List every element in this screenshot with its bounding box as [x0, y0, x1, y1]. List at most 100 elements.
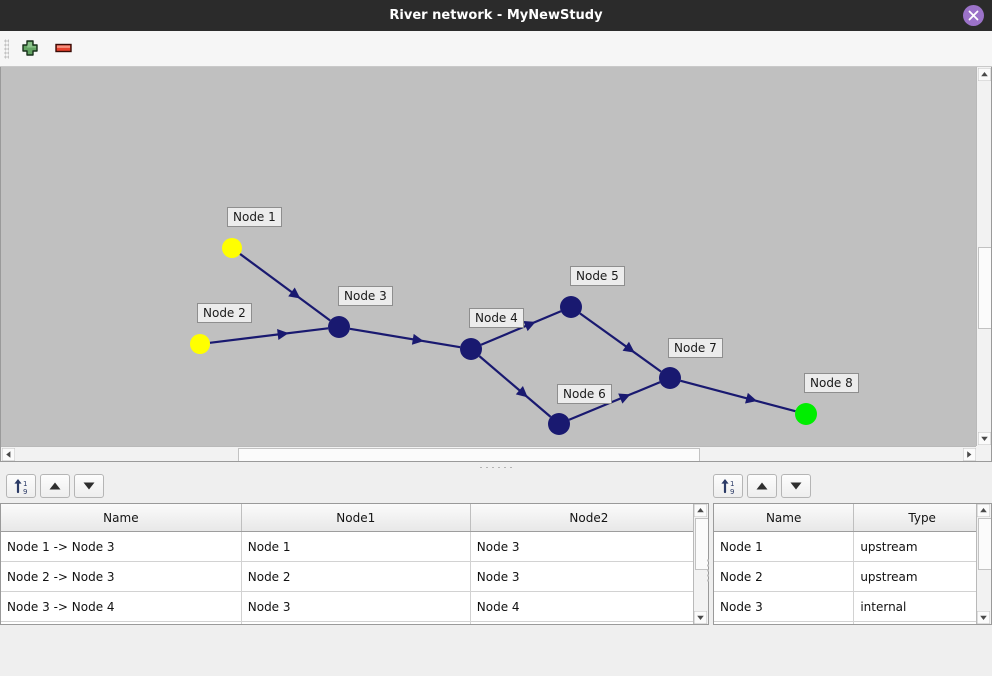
- edge-line[interactable]: [349, 327, 461, 349]
- edge-line[interactable]: [568, 381, 661, 421]
- node-sort-button[interactable]: 1 9: [713, 474, 743, 498]
- node-label-node-8[interactable]: Node 8: [804, 373, 859, 393]
- node-move-up-button[interactable]: [747, 474, 777, 498]
- scroll-up-button[interactable]: [977, 67, 991, 82]
- node-label-node-1[interactable]: Node 1: [227, 207, 282, 227]
- edge-line[interactable]: [480, 310, 562, 346]
- node-table-cell[interactable]: Node 2: [714, 561, 855, 592]
- node-label-node-5[interactable]: Node 5: [570, 266, 625, 286]
- node-table-cell[interactable]: upstream: [853, 531, 991, 562]
- reach-table-scrollbar[interactable]: [693, 504, 708, 624]
- node-table-scrollbar[interactable]: [976, 504, 991, 624]
- triangle-up-icon: [49, 482, 61, 490]
- node-scroll-up-button[interactable]: [976, 504, 991, 518]
- close-button[interactable]: [963, 5, 984, 26]
- reach-table-cell[interactable]: Node 5: [470, 621, 708, 624]
- reach-move-up-button[interactable]: [40, 474, 70, 498]
- reach-table-cell[interactable]: Node 4: [470, 591, 708, 622]
- reach-table-cell[interactable]: Node 4 -> Node 5: [1, 621, 242, 624]
- node-label-node-6[interactable]: Node 6: [557, 384, 612, 404]
- node-table-cell[interactable]: internal: [853, 621, 991, 624]
- reach-table-cell[interactable]: Node 1: [241, 531, 471, 562]
- node-table-cell[interactable]: internal: [853, 591, 991, 622]
- scrollbar-corner: [976, 446, 991, 461]
- graph-horizontal-scrollbar[interactable]: [1, 446, 977, 461]
- reach-table-cell[interactable]: Node 2: [241, 561, 471, 592]
- graph-node-node-3[interactable]: [328, 316, 350, 338]
- node-table-cell[interactable]: Node 4: [714, 621, 855, 624]
- reach-col-name[interactable]: Name: [1, 504, 242, 532]
- reach-table-cell[interactable]: Node 3: [241, 591, 471, 622]
- graph-vertical-scrollbar[interactable]: [976, 67, 991, 446]
- node-scroll-down-button[interactable]: [976, 610, 991, 624]
- reach-move-down-button[interactable]: [74, 474, 104, 498]
- reach-sort-button[interactable]: 1 9: [6, 474, 36, 498]
- reach-col-node1[interactable]: Node1: [241, 504, 471, 532]
- minus-icon: [55, 43, 72, 53]
- reach-table-cell[interactable]: Node 4: [241, 621, 471, 624]
- triangle-up-icon: [693, 504, 708, 518]
- node-label-node-2[interactable]: Node 2: [197, 303, 252, 323]
- triangle-up-icon: [977, 67, 991, 82]
- reach-col-node2[interactable]: Node2: [470, 504, 708, 532]
- reach-table-cell[interactable]: Node 3: [470, 531, 708, 562]
- reach-table-cell[interactable]: Node 2 -> Node 3: [1, 561, 242, 592]
- node-table-cell[interactable]: Node 3: [714, 591, 855, 622]
- edge-line[interactable]: [209, 327, 329, 344]
- graph-node-node-1[interactable]: [222, 238, 242, 258]
- reach-scroll-thumb[interactable]: [695, 518, 708, 570]
- scroll-down-button[interactable]: [977, 431, 991, 446]
- edge-line[interactable]: [680, 379, 796, 413]
- node-col-name[interactable]: Name: [714, 504, 855, 532]
- triangle-down-icon: [790, 482, 802, 490]
- node-label-node-7[interactable]: Node 7: [668, 338, 723, 358]
- graph-vscroll-thumb[interactable]: [978, 247, 991, 329]
- reach-table-cell[interactable]: Node 3: [470, 561, 708, 592]
- graph-node-node-5[interactable]: [560, 296, 582, 318]
- graph-node-node-7[interactable]: [659, 367, 681, 389]
- node-move-down-button[interactable]: [781, 474, 811, 498]
- node-table-cell[interactable]: Node 1: [714, 531, 855, 562]
- edge-arrowhead: [411, 333, 424, 345]
- node-label-node-4[interactable]: Node 4: [469, 308, 524, 328]
- vertical-splitter[interactable]: [706, 558, 710, 584]
- graph-hscroll-thumb[interactable]: [238, 448, 700, 461]
- node-col-type[interactable]: Type: [853, 504, 991, 532]
- scroll-right-button[interactable]: [962, 447, 977, 461]
- edge-line[interactable]: [239, 253, 331, 322]
- svg-text:1: 1: [23, 480, 27, 488]
- edge-arrowhead: [515, 386, 528, 398]
- reach-scroll-down-button[interactable]: [693, 610, 708, 624]
- node-table-cell[interactable]: upstream: [853, 561, 991, 592]
- delete-node-button[interactable]: [51, 38, 75, 60]
- horizontal-splitter[interactable]: [0, 462, 992, 472]
- node-label-node-3[interactable]: Node 3: [338, 286, 393, 306]
- reach-scroll-up-button[interactable]: [693, 504, 708, 518]
- graph-node-node-2[interactable]: [190, 334, 210, 354]
- edge-line[interactable]: [478, 355, 552, 418]
- node-table-row[interactable]: Node 4internal: [714, 621, 991, 624]
- graph-node-node-6[interactable]: [548, 413, 570, 435]
- toolbar-grip[interactable]: [4, 39, 9, 59]
- edge-arrowhead: [277, 329, 289, 340]
- network-graph-canvas[interactable]: [1, 67, 977, 446]
- scroll-left-button[interactable]: [1, 447, 16, 461]
- edge-line[interactable]: [579, 312, 662, 373]
- reach-table-cell[interactable]: Node 1 -> Node 3: [1, 531, 242, 562]
- graph-node-node-8[interactable]: [795, 403, 817, 425]
- graph-node-node-4[interactable]: [460, 338, 482, 360]
- add-node-button[interactable]: [18, 38, 42, 60]
- node-scroll-thumb[interactable]: [978, 518, 991, 570]
- network-graph-panel[interactable]: Node 1 Node 2 Node 3 Node 4 Node 5 Node 6 Node…: [0, 67, 992, 462]
- reach-table-cell[interactable]: Node 3 -> Node 4: [1, 591, 242, 622]
